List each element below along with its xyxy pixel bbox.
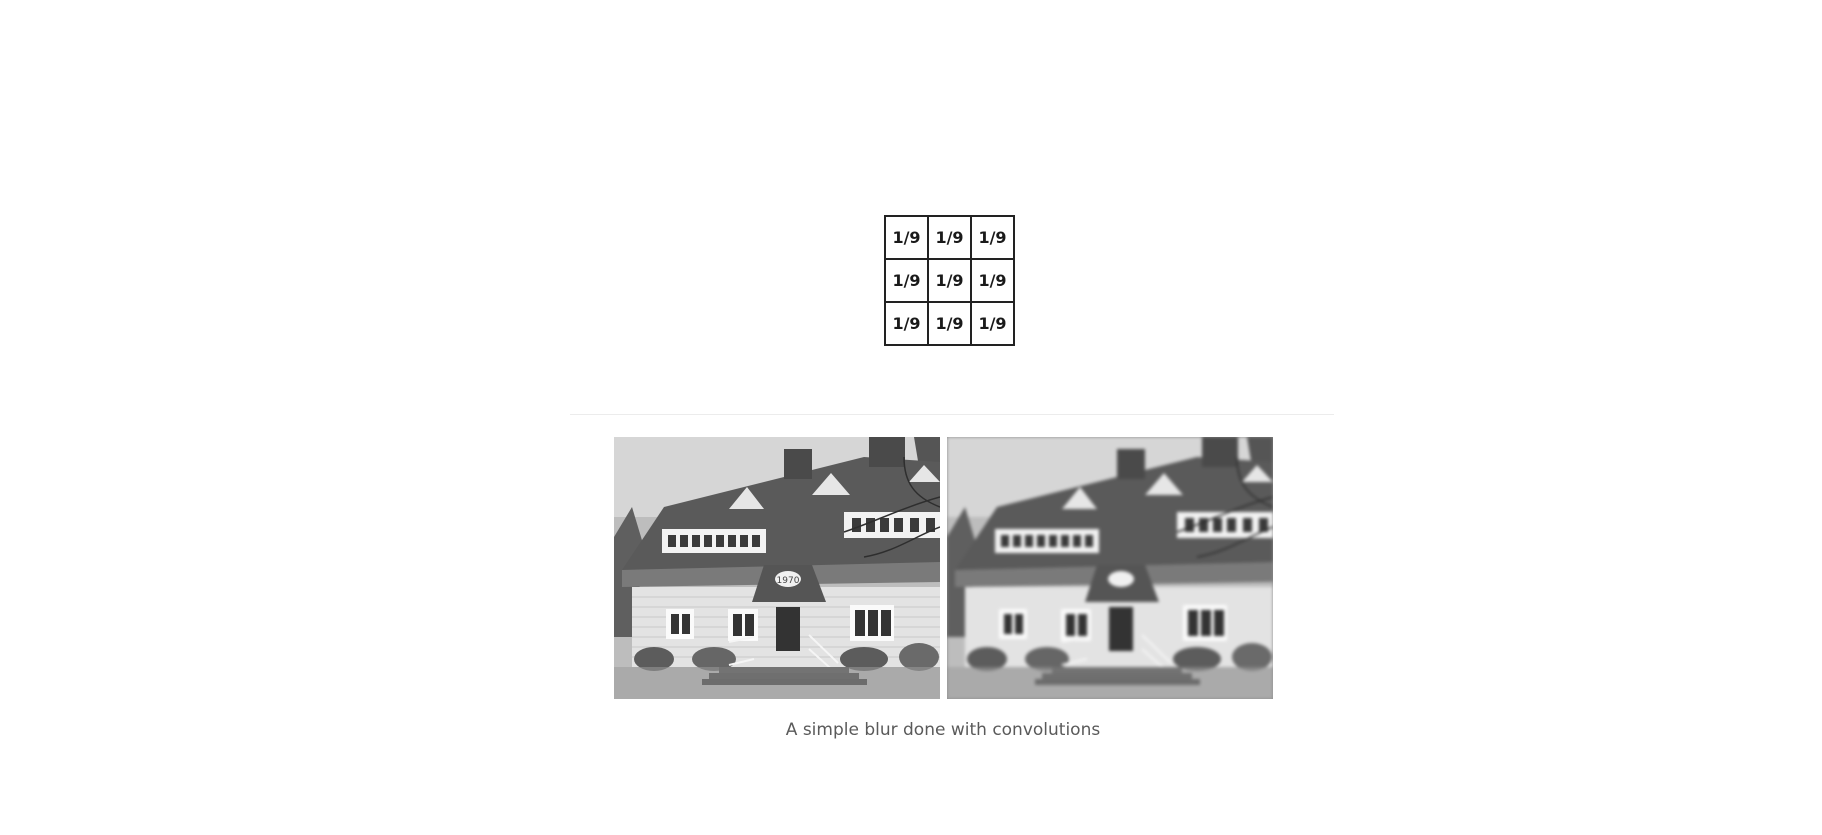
kernel-cell: 1/9 [884,301,929,346]
kernel-cell: 1/9 [970,301,1015,346]
house-illustration: 1970 [614,437,940,699]
sign-text: 1970 [777,576,800,586]
figure-caption: A simple blur done with convolutions [785,720,1101,740]
kernel-cell: 1/9 [970,258,1015,303]
kernel-cell: 1/9 [927,301,972,346]
kernel-cell: 1/9 [927,258,972,303]
kernel-row: 1/9 1/9 1/9 [884,301,1015,346]
kernel-row: 1/9 1/9 1/9 [884,258,1015,303]
blurred-house-image [947,437,1273,699]
section-divider [570,414,1334,415]
original-house-image: 1970 [614,437,940,699]
kernel-cell: 1/9 [970,215,1015,260]
kernel-cell: 1/9 [884,215,929,260]
kernel-cell: 1/9 [927,215,972,260]
kernel-row: 1/9 1/9 1/9 [884,215,1015,260]
convolution-kernel-grid: 1/9 1/9 1/9 1/9 1/9 1/9 1/9 1/9 1/9 [884,215,1015,346]
kernel-cell: 1/9 [884,258,929,303]
house-illustration-blurred [947,437,1273,699]
